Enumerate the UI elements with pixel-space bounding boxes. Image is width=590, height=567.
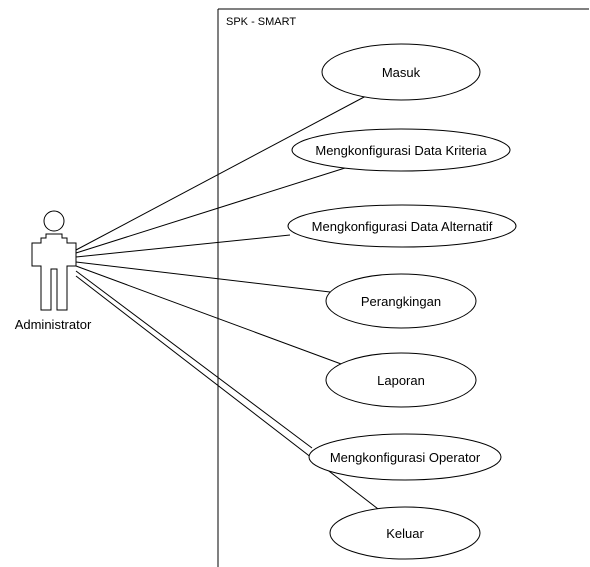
actor-head [43, 210, 65, 232]
use-case-ellipse [287, 204, 517, 248]
association-laporan [75, 265, 353, 369]
use-case-konfig-kriteria: Mengkonfigurasi Data Kriteria [291, 128, 511, 172]
association-masuk [75, 95, 367, 251]
use-case-keluar: Keluar [329, 506, 481, 560]
association-konfig-operator [75, 270, 313, 449]
actor-name: Administrator [15, 317, 92, 332]
actor-administrator: Administrator [15, 210, 92, 332]
actor-icon [31, 210, 77, 311]
association-konfig-kriteria [75, 167, 346, 254]
use-case-perangkingan: Perangkingan [325, 273, 477, 329]
use-case-ellipse [291, 128, 511, 172]
use-case-label: Mengkonfigurasi Data Alternatif [312, 219, 493, 234]
use-case-label: Mengkonfigurasi Operator [330, 450, 481, 465]
associations [75, 95, 383, 513]
actor-body [31, 233, 77, 311]
use-case-konfig-operator: Mengkonfigurasi Operator [308, 433, 502, 481]
use-case-masuk: Masuk [321, 43, 481, 101]
use-case-label: Laporan [377, 373, 425, 388]
use-case-ellipse [321, 43, 481, 101]
use-case-label: Perangkingan [361, 294, 441, 309]
use-case-label: Masuk [382, 65, 421, 80]
association-perangkingan [75, 261, 331, 293]
use-case-konfig-alternatif: Mengkonfigurasi Data Alternatif [287, 204, 517, 248]
use-case-label: Mengkonfigurasi Data Kriteria [315, 143, 487, 158]
use-case-ellipse [329, 506, 481, 560]
association-konfig-alternatif [75, 234, 291, 258]
association-keluar [75, 275, 383, 513]
system-boundary: SPK - SMART [217, 8, 589, 567]
use-case-label: Keluar [386, 526, 424, 541]
use-case-laporan: Laporan [325, 352, 477, 408]
use-case-ellipse [308, 433, 502, 481]
boundary-title: SPK - SMART [226, 16, 296, 28]
use-case-ellipse [325, 273, 477, 329]
use-case-ellipse [325, 352, 477, 408]
